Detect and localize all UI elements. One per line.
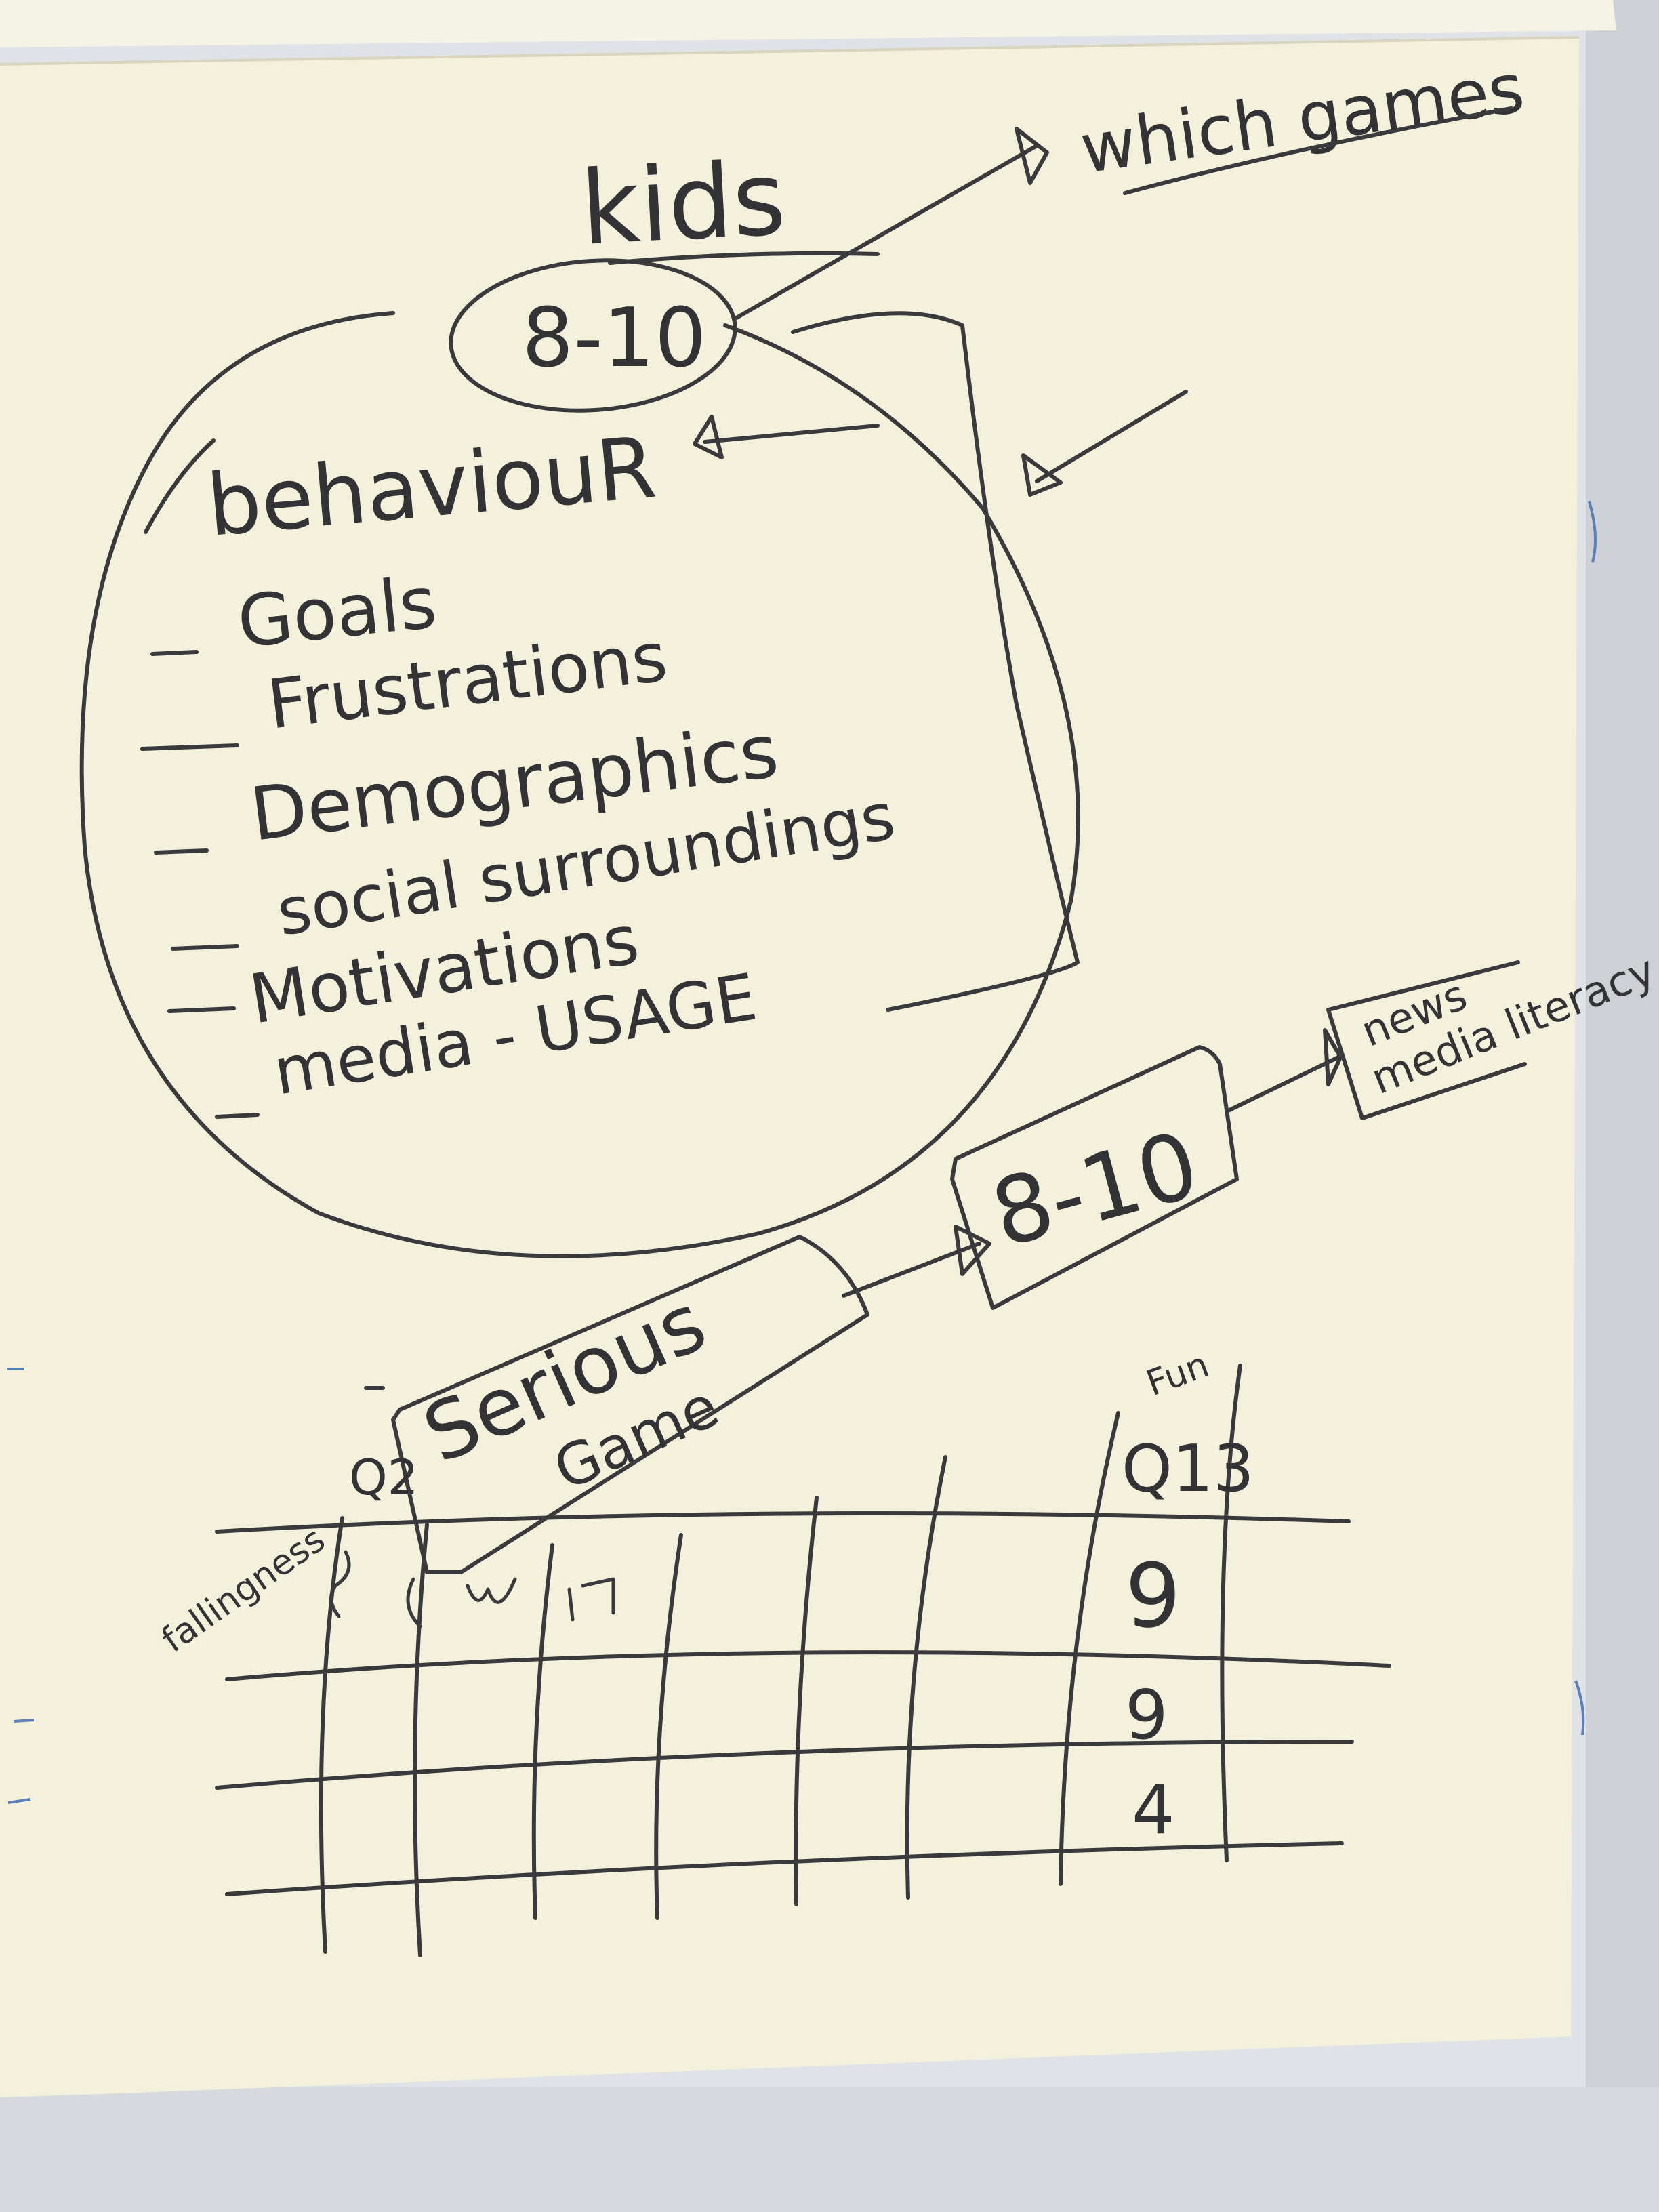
- back-sheet-edge: [0, 0, 1616, 47]
- grid-row-line-2: [225, 1650, 1391, 1681]
- grid-row-line-4: [225, 1841, 1344, 1896]
- which-games-underline: [1123, 106, 1513, 195]
- grid-col-line-6: [905, 1455, 947, 1900]
- grid-col-line-8: [1220, 1364, 1242, 1862]
- cell-squiggle-3: [466, 1577, 517, 1604]
- age-oval: [449, 258, 737, 413]
- wall-bottom-shade: [0, 2087, 1659, 2212]
- wall-blue-tick-3: [7, 1798, 31, 1804]
- line-box-to-news: [1225, 1055, 1340, 1113]
- arrow-head-behaviour: [693, 415, 724, 459]
- grid-col-line-4: [654, 1533, 683, 1920]
- wall-right-shadow: [1586, 0, 1659, 2212]
- cell-squiggle-4: [567, 1577, 615, 1622]
- grid-col-line-5: [794, 1496, 819, 1906]
- title-kids: kids: [578, 140, 789, 268]
- behaviour-circle: [79, 311, 1080, 1258]
- cell-squiggle-2: [406, 1577, 422, 1629]
- serious-game-prefix: Q2: [349, 1449, 418, 1506]
- oval-swoosh: [608, 251, 880, 265]
- grid-row-line-3: [215, 1740, 1354, 1790]
- wall-blue-mark-2: [1574, 1680, 1585, 1736]
- dash-demographics: [154, 848, 209, 855]
- arrow-to-behaviour: [703, 424, 880, 444]
- arrow-game-to-box: [842, 1242, 981, 1298]
- wall-blue-tick-2: [13, 1719, 35, 1723]
- arrow-to-which-games: [733, 144, 1039, 321]
- arrow-head-news: [1323, 1028, 1343, 1086]
- arrow-from-right: [1035, 390, 1188, 483]
- sheet-top-tear: [0, 36, 1580, 66]
- cell-squiggle-1: [329, 1550, 351, 1618]
- dash-media-usage: [215, 1113, 260, 1119]
- grid-value-1: Q13: [1122, 1432, 1254, 1507]
- arrow-head-box: [954, 1225, 991, 1276]
- dash-frustrations: [140, 743, 239, 751]
- age-box: [950, 1045, 1239, 1310]
- news-note-box: [1326, 960, 1527, 1120]
- dash-social: [171, 944, 239, 951]
- serious-game-box: [391, 1235, 869, 1574]
- grid-col-line-3: [531, 1543, 554, 1920]
- grid-value-2: 9: [1125, 1544, 1181, 1647]
- grid-col-line-7: [1059, 1411, 1120, 1886]
- right-loop: [791, 311, 1080, 1012]
- behaviour-hook: [144, 438, 216, 534]
- grid-value-3: 9: [1125, 1675, 1168, 1755]
- grid-row-line-1: [215, 1511, 1351, 1534]
- grid-col-line-2: [413, 1523, 429, 1957]
- arrow-head-right: [1021, 453, 1063, 497]
- grid-value-4: 4: [1132, 1770, 1175, 1849]
- age-oval-label: 8-10: [522, 291, 706, 386]
- flipchart-sheet: [0, 37, 1579, 2097]
- grid-col-line-1: [319, 1516, 344, 1954]
- dash-goals: [150, 650, 199, 656]
- dash-motivations: [167, 1006, 236, 1013]
- arrow-head-which-games: [1015, 127, 1049, 185]
- wall-blue-mark-1: [1588, 501, 1597, 563]
